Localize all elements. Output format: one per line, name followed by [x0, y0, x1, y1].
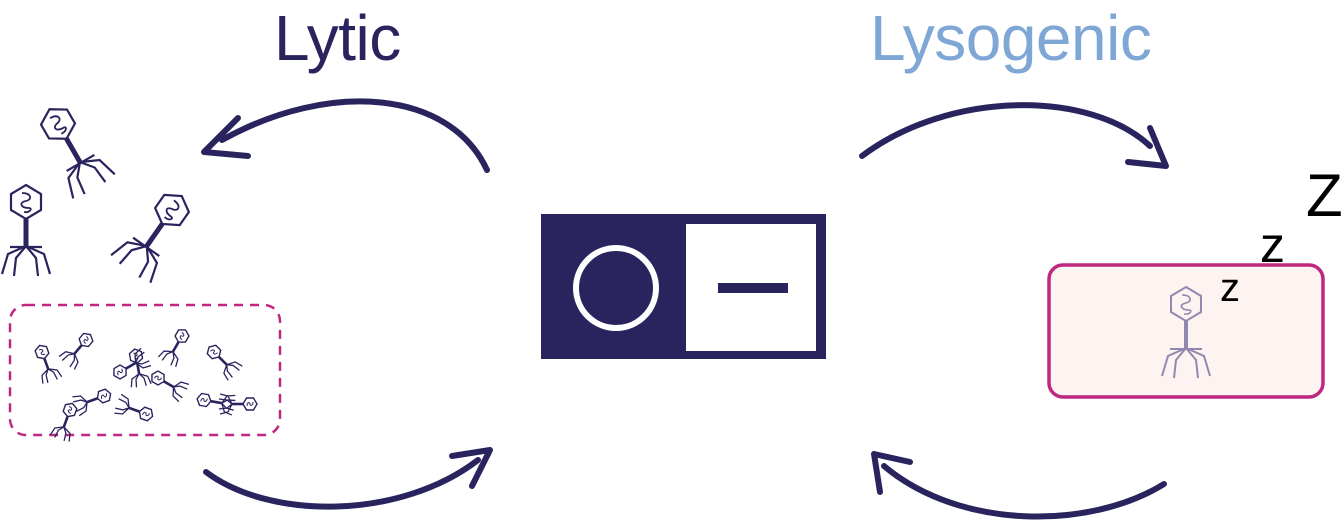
lysed-cell-icon [8, 303, 282, 444]
host-cell-icon [1047, 263, 1325, 399]
on-symbol-icon [573, 245, 659, 331]
cycle-arrow-icon [859, 102, 1169, 169]
cycle-arrow-icon [871, 451, 1167, 520]
phage-icon [29, 97, 116, 200]
sleep-z-icon: z [1220, 266, 1240, 310]
phage-icon [2, 185, 50, 276]
phage-icon [110, 182, 202, 284]
cycle-arrow-icon [201, 98, 490, 173]
lytic-title: Lytic [274, 2, 401, 74]
lysogenic-title: Lysogenic [870, 2, 1152, 74]
off-symbol-icon [718, 283, 788, 293]
cycle-arrow-icon [203, 447, 493, 510]
toggle-switch-icon[interactable] [541, 214, 826, 359]
sleep-z-icon: z [1260, 217, 1285, 273]
sleep-z-icon: Z [1306, 162, 1343, 229]
